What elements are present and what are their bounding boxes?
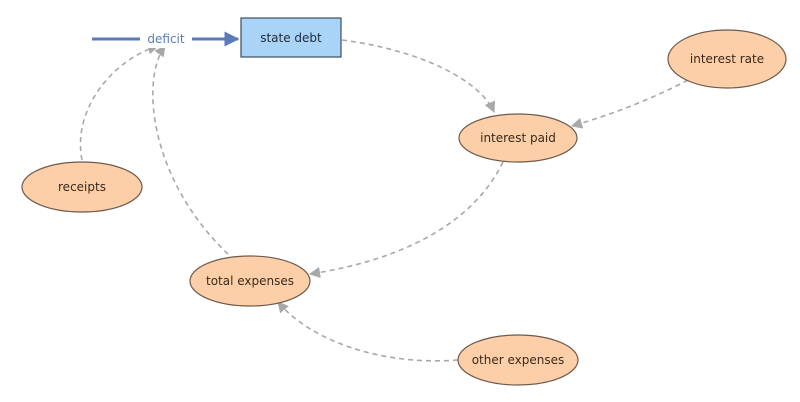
link-receipts-to-deficit bbox=[79, 43, 160, 161]
stock-state-debt[interactable] bbox=[240, 17, 342, 58]
variable-receipts[interactable] bbox=[21, 161, 143, 213]
variable-label-other-expenses: other expenses bbox=[472, 353, 565, 367]
link-total-expenses-to-deficit bbox=[152, 45, 229, 255]
flow-label-deficit[interactable]: deficit bbox=[147, 32, 184, 46]
variable-total-expenses[interactable] bbox=[189, 255, 311, 307]
stock-label-state-debt: state debt bbox=[260, 31, 322, 45]
link-interest-paid-to-total-expenses bbox=[308, 161, 504, 279]
variable-interest-rate[interactable] bbox=[667, 29, 787, 89]
variable-label-total-expenses: total expenses bbox=[206, 274, 294, 288]
link-other-expenses-to-total-expenses bbox=[277, 301, 459, 362]
variable-label-receipts: receipts bbox=[58, 180, 106, 194]
variable-interest-paid[interactable] bbox=[458, 113, 578, 163]
variable-label-interest-rate: interest rate bbox=[690, 52, 764, 66]
variable-other-expenses[interactable] bbox=[457, 334, 579, 386]
link-state-debt-to-interest-paid bbox=[341, 39, 496, 114]
link-interest-rate-to-interest-paid bbox=[570, 79, 689, 129]
flow-label-background bbox=[140, 30, 192, 48]
variable-label-interest-paid: interest paid bbox=[480, 131, 556, 145]
